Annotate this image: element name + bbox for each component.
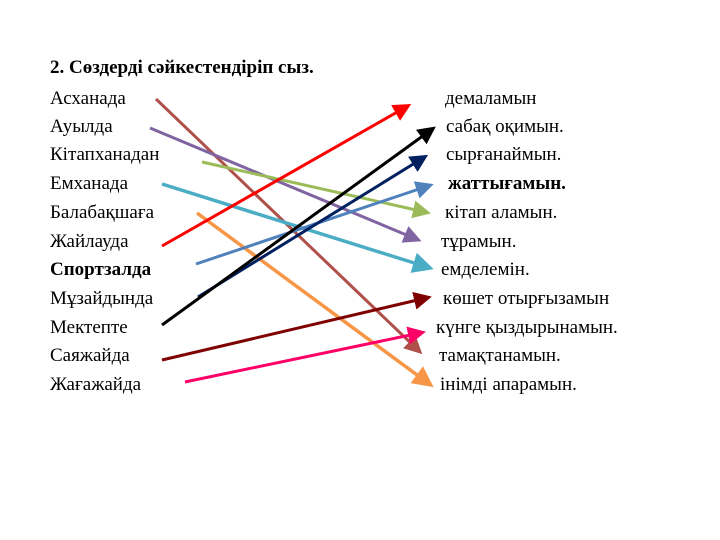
- right-word-7: емделемін.: [441, 259, 530, 280]
- right-word-11: інімді апарамын.: [440, 374, 577, 395]
- arrow-muzaidynda: [197, 154, 429, 299]
- left-word-5: Балабақшаға: [50, 202, 155, 223]
- arrow-mektepte: [161, 126, 436, 327]
- left-word-4: Емханада: [50, 173, 129, 194]
- arrow-zhailauda: [161, 104, 412, 248]
- arrow-auylda: [149, 126, 422, 243]
- arrow-kitapxanadan: [201, 160, 431, 219]
- arrow-zhagazhaida: [184, 326, 426, 384]
- right-word-9: күнге қыздырынамын.: [436, 317, 618, 338]
- right-word-2: сабақ оқимын.: [446, 116, 564, 137]
- right-word-3: сырғанаймын.: [446, 144, 562, 165]
- left-word-7: Спортзалда: [50, 259, 152, 280]
- right-word-10: тамақтанамын.: [439, 345, 561, 366]
- left-word-8: Мұзайдында: [50, 288, 154, 309]
- right-word-5: кітап аламын.: [445, 202, 558, 223]
- left-word-2: Ауылда: [50, 116, 113, 137]
- right-word-6: тұрамын.: [441, 231, 517, 252]
- left-word-10: Саяжайда: [50, 345, 130, 366]
- arrow-emxanada: [161, 182, 434, 273]
- arrow-sayazhaida: [161, 291, 432, 362]
- exercise-title: 2. Сөздерді сәйкестендіріп сыз.: [50, 57, 314, 78]
- left-word-3: Кітапханадан: [50, 144, 160, 165]
- right-word-4: жаттығамын.: [448, 173, 566, 194]
- right-word-1: демаламын: [445, 88, 537, 109]
- left-word-6: Жайлауда: [50, 231, 129, 252]
- left-word-1: Асханада: [50, 88, 126, 109]
- arrow-balabaqshaga: [195, 211, 434, 388]
- left-word-9: Мектепте: [50, 317, 128, 338]
- right-word-8: көшет отырғызамын: [443, 288, 610, 309]
- left-word-11: Жағажайда: [50, 374, 142, 395]
